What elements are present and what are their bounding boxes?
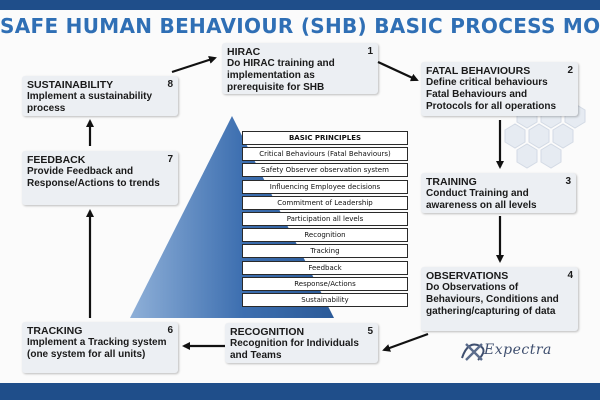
step-tracking: TRACKING 6 Implement a Tracking system (… — [22, 322, 178, 373]
principle-item: Tracking — [242, 244, 408, 259]
principle-item: Recognition — [242, 228, 408, 243]
step-number: 6 — [167, 325, 173, 336]
arrow-observations-to-recognition — [382, 332, 429, 352]
step-fatal-behaviours: FATAL BEHAVIOURS 2 Define critical behav… — [421, 62, 578, 116]
step-heading: SUSTAINABILITY — [27, 79, 114, 91]
step-description: Implement a Tracking system (one system … — [27, 337, 167, 360]
arrow-hirac-to-fatal — [377, 61, 419, 82]
step-number: 2 — [567, 65, 573, 76]
step-training: TRAINING 3 Conduct Training and awarenes… — [421, 173, 576, 213]
principle-item: Feedback — [242, 260, 408, 275]
step-number: 7 — [167, 154, 173, 165]
bottom-bar — [0, 383, 600, 400]
step-heading: RECOGNITION — [230, 326, 305, 338]
top-bar — [0, 0, 600, 10]
principle-item: Response/Actions — [242, 276, 408, 291]
step-number: 1 — [367, 46, 373, 57]
step-heading: TRAINING — [426, 176, 477, 188]
step-heading: HIRAC — [227, 46, 261, 58]
step-description: Implement a sustainability process — [27, 91, 153, 114]
step-recognition: RECOGNITION 5 Recognition for Individual… — [225, 323, 378, 363]
step-sustainability: SUSTAINABILITY 8 Implement a sustainabil… — [22, 76, 178, 116]
principle-item: Participation all levels — [242, 211, 408, 226]
logo-text: Expectra — [484, 342, 552, 358]
step-description: Conduct Training and awareness on all le… — [426, 188, 537, 211]
step-number: 5 — [367, 326, 373, 337]
step-feedback: FEEDBACK 7 Provide Feedback and Response… — [22, 151, 178, 205]
step-observations: OBSERVATIONS 4 Do Observations of Behavi… — [421, 267, 578, 331]
step-description: Provide Feedback and Response/Actions to… — [27, 166, 160, 189]
step-heading: FEEDBACK — [27, 154, 86, 166]
step-number: 3 — [565, 176, 571, 187]
principle-item: Critical Behaviours (Fatal Behaviours) — [242, 147, 408, 162]
principle-item: Commitment of Leadership — [242, 195, 408, 210]
diagram-title: SAFE HUMAN BEHAVIOUR (SHB) BASIC PROCESS… — [0, 14, 600, 38]
step-number: 8 — [167, 79, 173, 90]
step-heading: TRACKING — [27, 325, 83, 337]
step-heading: FATAL BEHAVIOURS — [426, 65, 531, 77]
step-number: 4 — [567, 270, 573, 281]
step-heading: OBSERVATIONS — [426, 270, 509, 282]
principles-header: BASIC PRINCIPLES — [242, 131, 408, 145]
step-description: Define critical behaviours Fatal Behavio… — [426, 77, 557, 112]
arrow-sustainability-to-hirac — [171, 56, 217, 74]
principle-item: Safety Observer observation system — [242, 163, 408, 178]
basic-principles-list: BASIC PRINCIPLES Critical Behaviours (Fa… — [242, 131, 408, 309]
step-description: Recognition for Individuals and Teams — [230, 338, 359, 361]
step-description: Do HIRAC training and implementation as … — [227, 58, 335, 93]
principle-item: Sustainability — [242, 292, 408, 307]
principle-item: Influencing Employee decisions — [242, 179, 408, 194]
step-hirac: HIRAC 1 Do HIRAC training and implementa… — [222, 43, 378, 94]
step-description: Do Observations of Behaviours, Condition… — [426, 282, 559, 317]
expectra-logo — [461, 343, 485, 361]
